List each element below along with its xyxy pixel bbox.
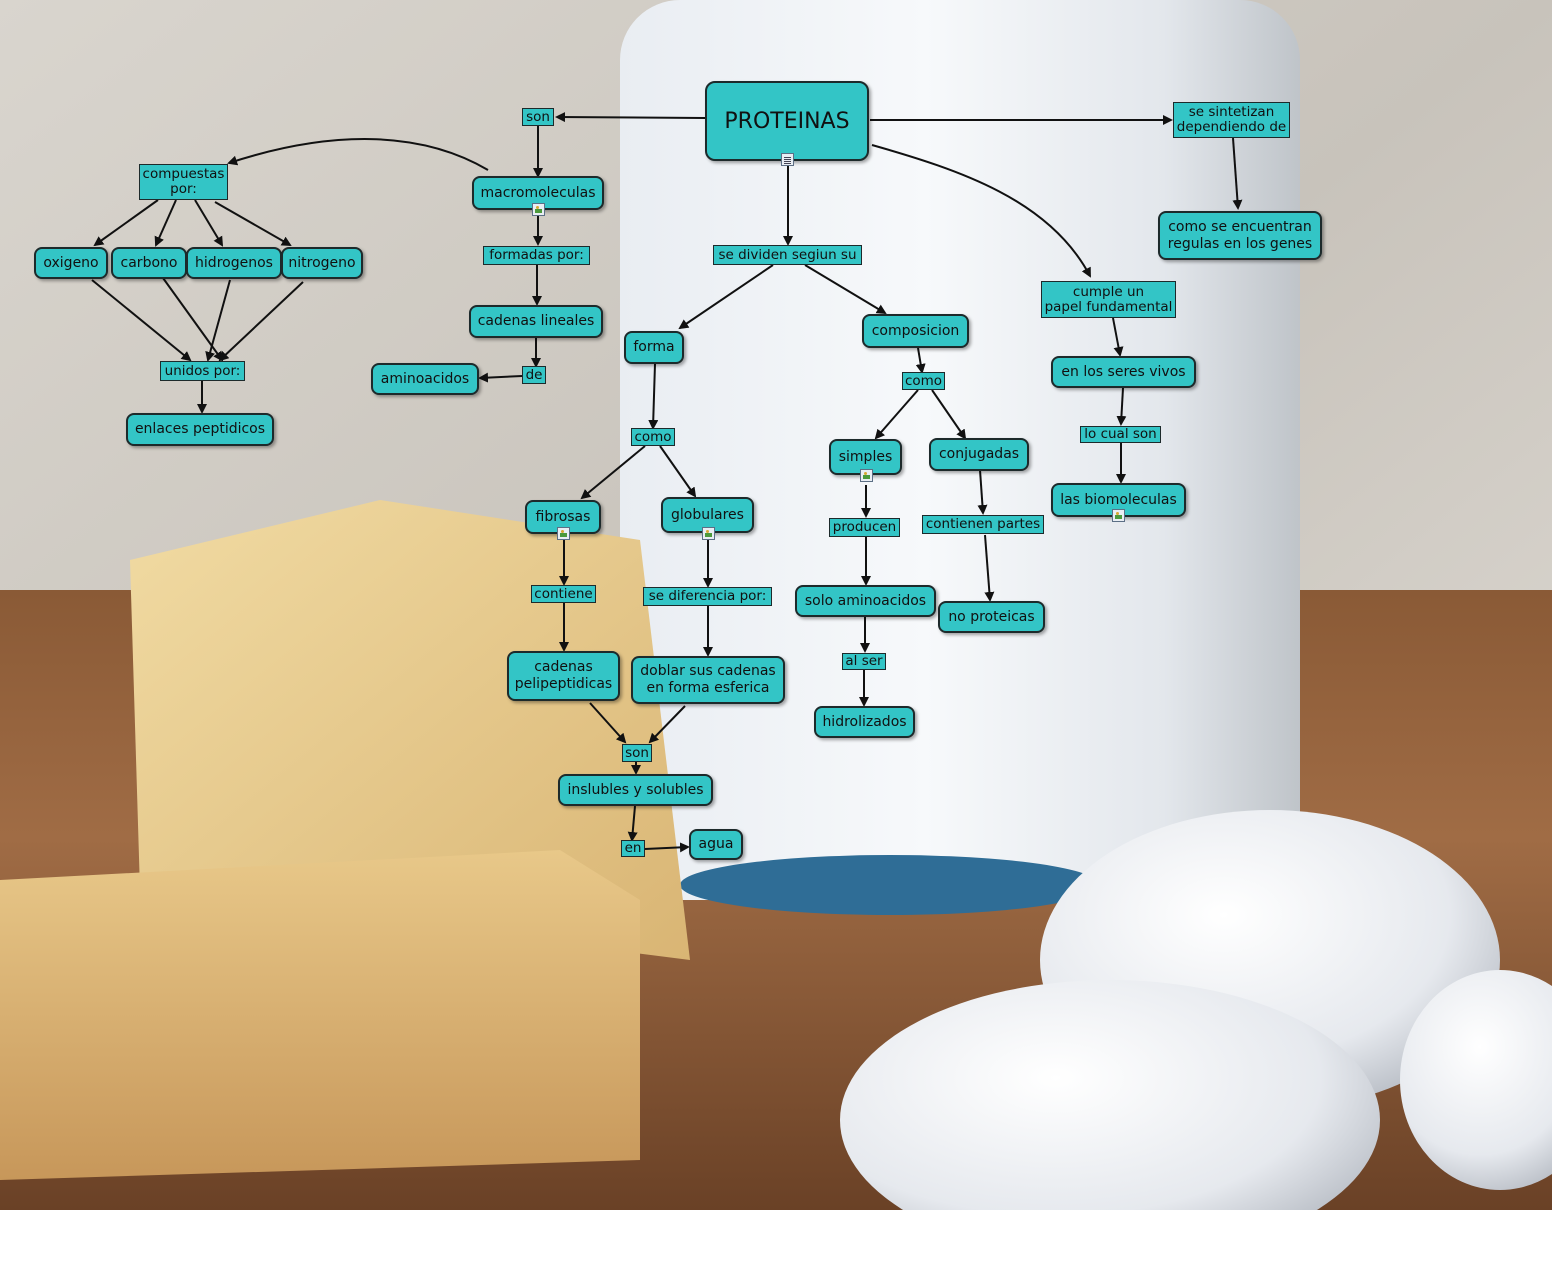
link-producen[interactable]: producen — [829, 518, 900, 537]
concept-seres-vivos[interactable]: en los seres vivos — [1051, 356, 1196, 388]
concept-cadenas-pelipeptidicas[interactable]: cadenas pelipeptidicas — [507, 651, 620, 701]
link-lo-cual-son[interactable]: lo cual son — [1080, 426, 1161, 443]
link-son-solubilidad[interactable]: son — [622, 744, 652, 762]
concept-proteinas[interactable]: PROTEINAS — [705, 81, 869, 161]
link-se-diferencia-por[interactable]: se diferencia por: — [643, 587, 772, 606]
concept-inslubles-solubles[interactable]: inslubles y solubles — [558, 774, 713, 806]
concept-hidrolizados[interactable]: hidrolizados — [814, 706, 915, 738]
document-icon[interactable] — [781, 153, 794, 166]
link-se-dividen-segiun-su[interactable]: se dividen segiun su — [713, 245, 862, 265]
link-al-ser[interactable]: al ser — [842, 653, 886, 670]
concept-carbono[interactable]: carbono — [111, 247, 187, 279]
concept-map-connections — [91, 112, 1243, 853]
link-formadas-por[interactable]: formadas por: — [483, 246, 590, 265]
link-de[interactable]: de — [522, 366, 546, 384]
link-cumple-papel[interactable]: cumple un papel fundamental — [1041, 281, 1176, 318]
concept-agua[interactable]: agua — [689, 829, 743, 860]
concept-aminoacidos[interactable]: aminoacidos — [371, 363, 479, 395]
link-compuestas-por[interactable]: compuestas por: — [139, 164, 228, 200]
image-icon[interactable] — [532, 203, 545, 216]
concept-oxigeno[interactable]: oxigeno — [34, 247, 108, 279]
link-contienen-partes[interactable]: contienen partes — [922, 515, 1044, 534]
concept-map-canvas: PROTEINAS son macromoleculas formadas po… — [0, 0, 1552, 1210]
background-photo-milk-cheese-eggs — [0, 0, 1552, 1210]
image-icon[interactable] — [702, 527, 715, 540]
link-en[interactable]: en — [621, 840, 645, 857]
concept-doblar-cadenas[interactable]: doblar sus cadenas en forma esferica — [631, 656, 785, 704]
image-icon[interactable] — [860, 469, 873, 482]
concept-forma[interactable]: forma — [624, 331, 684, 364]
concept-hidrogenos[interactable]: hidrogenos — [186, 247, 282, 279]
concept-cadenas-lineales[interactable]: cadenas lineales — [469, 305, 603, 338]
link-como-composicion[interactable]: como — [902, 372, 945, 390]
concept-nitrogeno[interactable]: nitrogeno — [281, 247, 363, 279]
image-icon[interactable] — [557, 527, 570, 540]
link-se-sintetizan[interactable]: se sintetizan dependiendo de — [1173, 102, 1290, 138]
link-unidos-por[interactable]: unidos por: — [160, 361, 245, 381]
link-contiene[interactable]: contiene — [531, 585, 596, 603]
image-icon[interactable] — [1112, 509, 1125, 522]
concept-composicion[interactable]: composicion — [862, 314, 969, 348]
concept-enlaces-peptidicos[interactable]: enlaces peptidicos — [126, 413, 274, 446]
concept-fibrosas[interactable]: fibrosas — [525, 500, 601, 534]
concept-no-proteicas[interactable]: no proteicas — [938, 601, 1045, 633]
concept-solo-aminoacidos[interactable]: solo aminoacidos — [795, 585, 936, 617]
link-como-forma[interactable]: como — [631, 428, 675, 446]
concept-regulas-genes[interactable]: como se encuentran regulas en los genes — [1158, 211, 1322, 260]
link-son[interactable]: son — [522, 108, 554, 126]
concept-conjugadas[interactable]: conjugadas — [929, 438, 1029, 471]
